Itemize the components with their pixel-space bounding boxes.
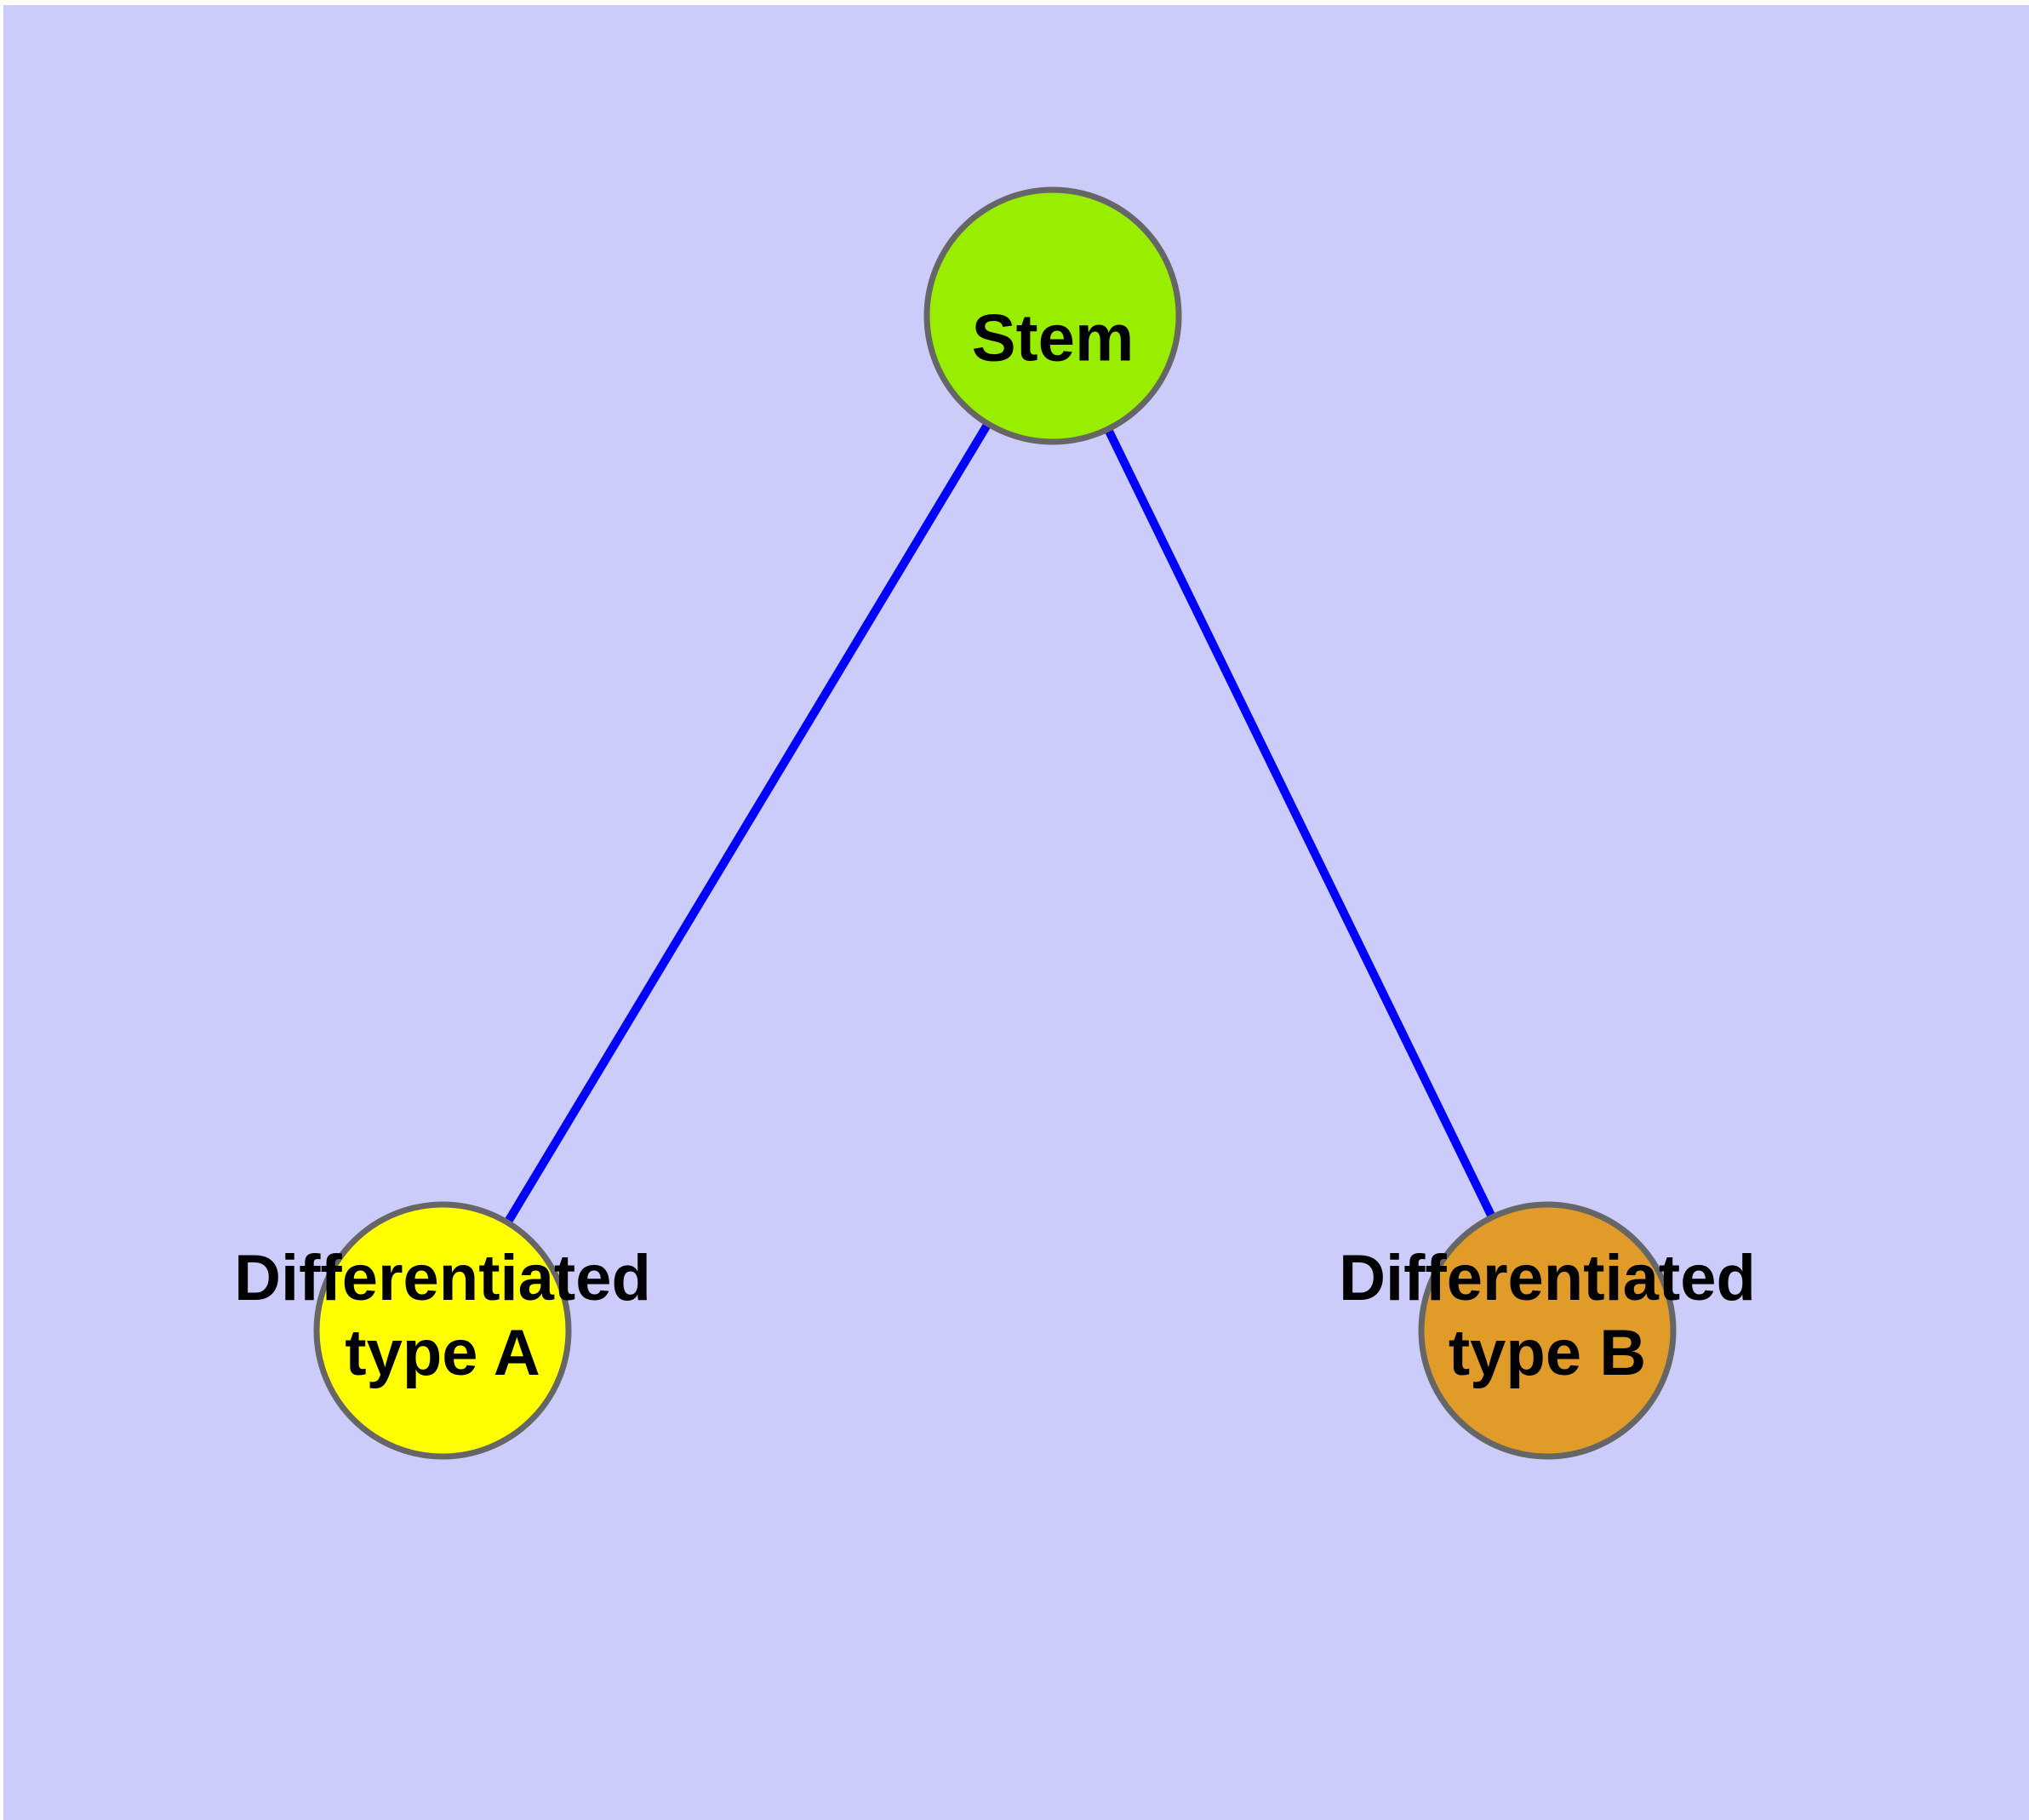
node-label-stem: Stem [972,300,1135,375]
edge-stem-diff-a [504,421,992,1225]
node-diff_a[interactable] [313,1201,572,1460]
node-label-line: type B [1449,1317,1646,1389]
node-label-line: Differentiated [234,1242,651,1314]
edge-stem-diff-b [1104,426,1496,1220]
edge-layer [504,421,1496,1225]
node-label-line: Stem [972,300,1135,375]
node-label-line: type A [345,1317,540,1389]
node-stem[interactable] [923,186,1182,445]
node-diff_b[interactable] [1418,1201,1677,1460]
node-label-line: Differentiated [1339,1242,1756,1314]
node-layer [313,186,1677,1460]
